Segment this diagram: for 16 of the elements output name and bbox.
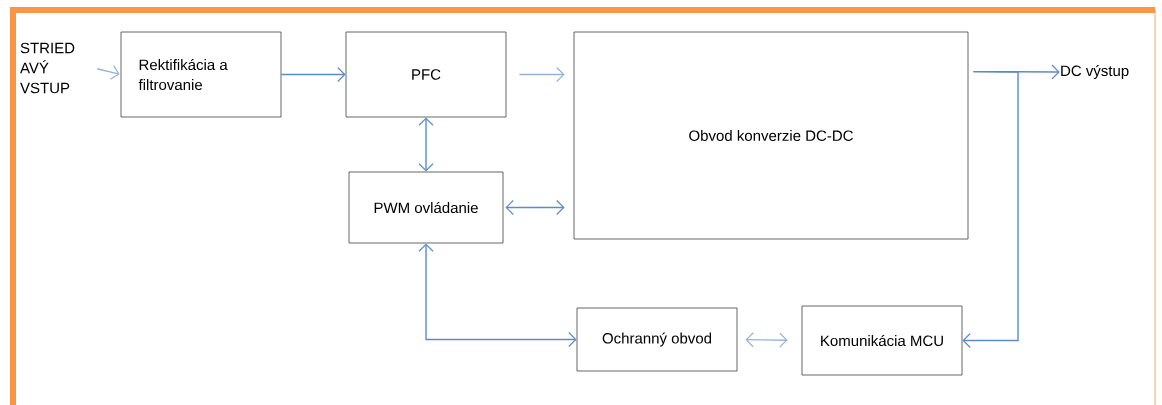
arrow bbox=[418, 117, 434, 172]
arrow bbox=[280, 66, 346, 83]
arrow bbox=[518, 66, 565, 83]
arrow bbox=[418, 243, 577, 348]
output-label: DC výstup bbox=[1061, 64, 1129, 80]
process-box: Komunikácia MCU bbox=[801, 305, 963, 376]
process-box: PWM ovládanie bbox=[348, 171, 504, 244]
arrow bbox=[962, 70, 1019, 349]
arrow bbox=[96, 65, 120, 80]
process-box: Rektifikácia a filtrovanie bbox=[120, 31, 282, 118]
process-box: Obvod konverzie DC-DC bbox=[573, 31, 969, 240]
process-box: PFC bbox=[345, 31, 507, 118]
input-label: STRIED AVÝ VSTUP bbox=[20, 42, 75, 94]
arrow bbox=[505, 199, 565, 216]
process-box: Ochranný obvod bbox=[576, 307, 738, 372]
arrow bbox=[745, 332, 788, 348]
